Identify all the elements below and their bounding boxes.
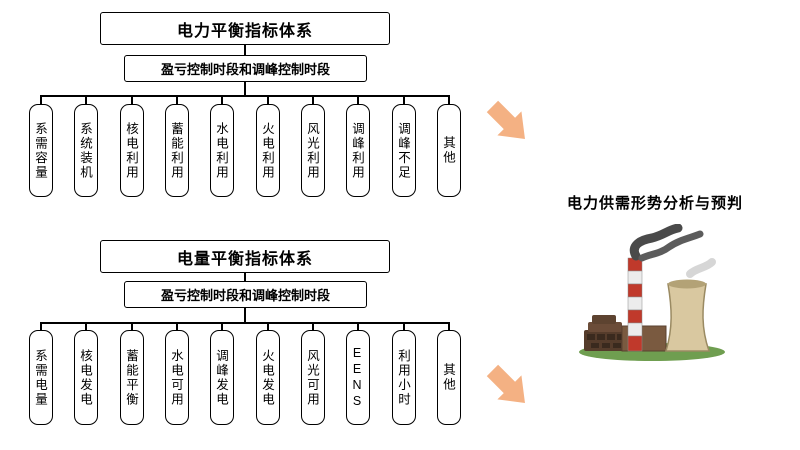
connector-line (176, 322, 178, 330)
indicator-box: 水电可用 (165, 330, 189, 425)
indicator-box: 调峰不足 (392, 104, 416, 197)
indicator-box: 火电发电 (256, 330, 280, 425)
connector-line (131, 95, 133, 104)
indicator-box: 系需电量 (29, 330, 53, 425)
indicator-box: 其他 (437, 330, 461, 425)
connector-line (244, 82, 246, 95)
connector-line (85, 95, 87, 104)
connector-line (131, 322, 133, 330)
connector-bus-line (41, 322, 449, 324)
connector-line (244, 45, 246, 55)
connector-line (221, 95, 223, 104)
connector-line (357, 322, 359, 330)
indicator-box: 蓄能平衡 (120, 330, 144, 425)
connector-line (40, 322, 42, 330)
connector-line (403, 322, 405, 330)
connector-line (312, 95, 314, 104)
arrow-down-right-icon (486, 364, 525, 403)
connector-line (448, 322, 450, 330)
connector-bus-line (41, 95, 449, 97)
power-plant-icon (579, 224, 725, 361)
bottom-tree-sub-box: 盈亏控制时段和调峰控制时段 (124, 281, 367, 308)
indicator-box: 风光利用 (301, 104, 325, 197)
connector-line (221, 322, 223, 330)
connector-line (176, 95, 178, 104)
connector-line (267, 95, 269, 104)
indicator-box: 调峰发电 (210, 330, 234, 425)
indicator-box: 蓄能利用 (165, 104, 189, 197)
indicator-box: 核电利用 (120, 104, 144, 197)
indicator-box: 调峰利用 (346, 104, 370, 197)
indicator-box: EENS (346, 330, 370, 425)
arrow-down-right-icon (486, 100, 525, 139)
indicator-box: 系统装机 (74, 104, 98, 197)
connector-line (40, 95, 42, 104)
indicator-box: 核电发电 (74, 330, 98, 425)
indicator-box: 水电利用 (210, 104, 234, 197)
indicator-box: 其他 (437, 104, 461, 197)
top-tree-root-box: 电力平衡指标体系 (100, 12, 390, 45)
indicator-box: 利用小时 (392, 330, 416, 425)
connector-line (403, 95, 405, 104)
result-label: 电力供需形势分析与预判 (567, 195, 744, 212)
bottom-tree-root-box: 电量平衡指标体系 (100, 240, 390, 273)
connector-line (244, 308, 246, 322)
connector-line (312, 322, 314, 330)
indicator-box: 风光可用 (301, 330, 325, 425)
indicator-box: 火电利用 (256, 104, 280, 197)
connector-line (448, 95, 450, 104)
connector-line (85, 322, 87, 330)
top-tree-sub-box: 盈亏控制时段和调峰控制时段 (124, 55, 367, 82)
connector-line (244, 273, 246, 281)
connector-line (267, 322, 269, 330)
indicator-box: 系需容量 (29, 104, 53, 197)
connector-line (357, 95, 359, 104)
